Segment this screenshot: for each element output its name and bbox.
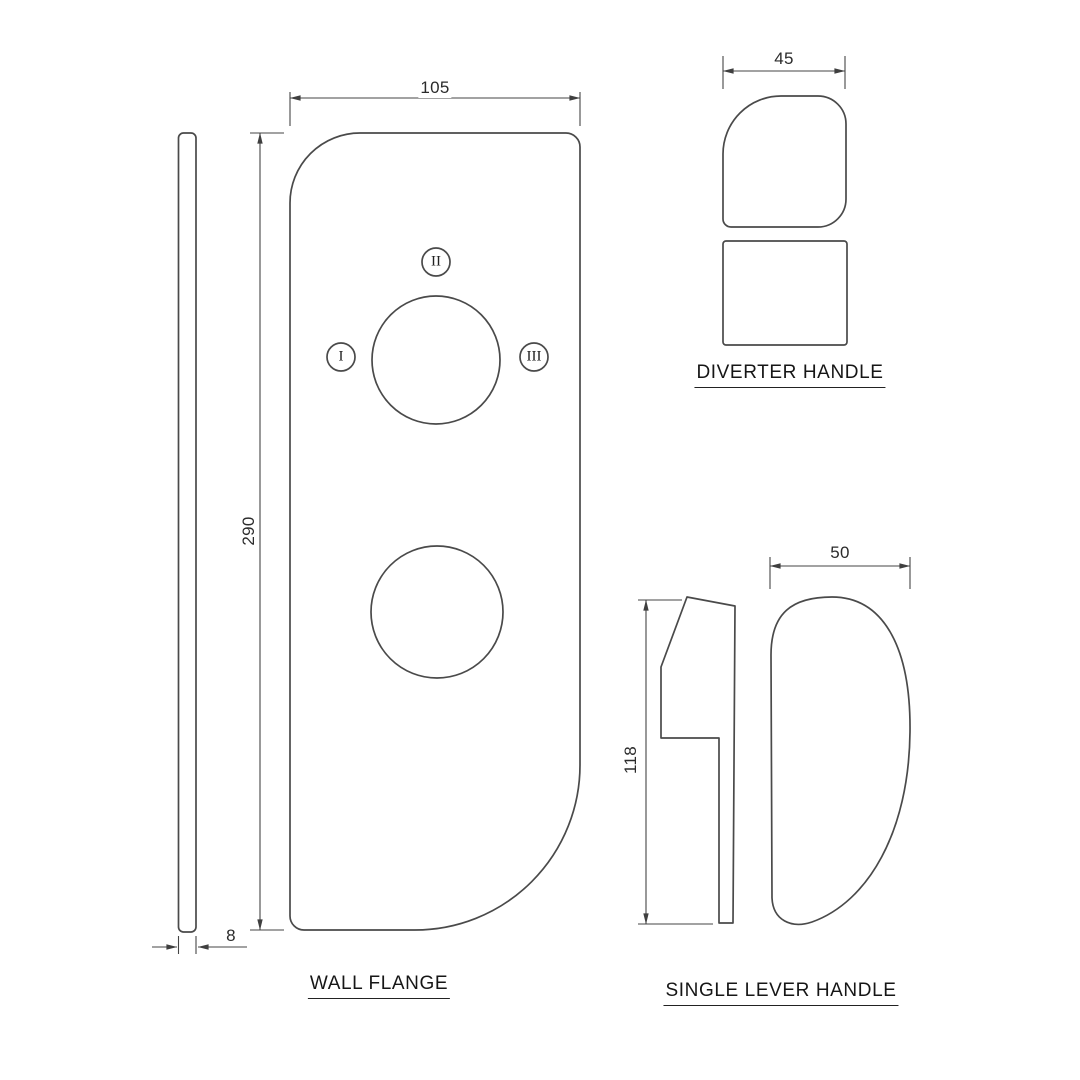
dim-diverter-width: 45 <box>772 49 796 69</box>
diverter-handle-bottom-shape <box>722 240 848 346</box>
wall-flange-label: WALL FLANGE <box>307 973 451 999</box>
dim-50-lines <box>769 557 911 589</box>
dim-290-lines <box>250 132 284 931</box>
diverter-handle-top-shape <box>722 95 847 228</box>
position-marker-circle-left <box>326 342 356 372</box>
diverter-handle-label: DIVERTER HANDLE <box>694 362 886 388</box>
wall-flange-side-view <box>177 132 197 933</box>
hole-position-marker-1: I <box>338 348 344 365</box>
dim-flange-thickness: 8 <box>224 926 238 946</box>
dim-lever-width: 50 <box>828 543 852 563</box>
position-marker-circle-top <box>421 247 451 277</box>
position-marker-circle-right <box>519 342 549 372</box>
hole-position-marker-3: III <box>526 348 542 365</box>
lower-hole <box>370 545 504 679</box>
upper-hole <box>371 295 501 425</box>
dim-lever-height: 118 <box>621 743 641 777</box>
dim-8-lines <box>152 936 247 954</box>
wall-flange-front-view <box>289 132 581 931</box>
dim-45-lines <box>722 56 846 89</box>
dim-flange-width: 105 <box>418 78 452 98</box>
lever-handle-side-view <box>660 596 736 924</box>
dim-105-lines <box>289 92 581 126</box>
dim-118-lines <box>638 599 713 925</box>
lever-handle-front-view <box>770 596 911 926</box>
dim-flange-height: 290 <box>239 514 259 548</box>
hole-position-marker-2: II <box>431 253 441 270</box>
single-lever-handle-label: SINGLE LEVER HANDLE <box>663 980 899 1006</box>
